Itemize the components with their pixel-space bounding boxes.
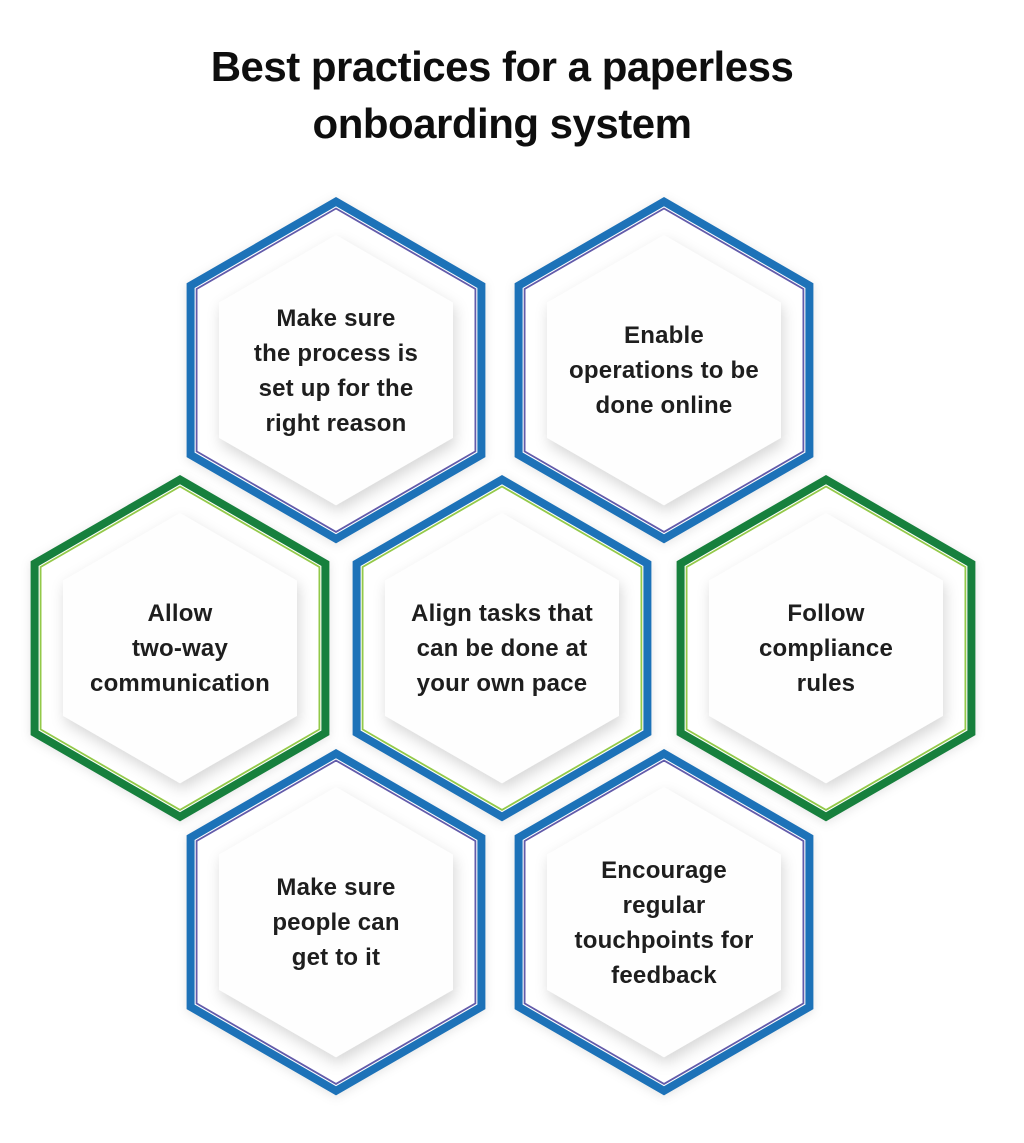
hexagon-accent bbox=[523, 207, 805, 533]
hexagon-shape-icon bbox=[30, 474, 330, 822]
hexagon-inner bbox=[219, 787, 453, 1058]
hexagon-inner bbox=[547, 235, 781, 506]
hexagon-label: Enable operations to be done online bbox=[569, 322, 759, 419]
hexagon-encourage-touchpoints: Encourage regular touchpoints for feedba… bbox=[514, 748, 814, 1096]
hexagon-shape-icon bbox=[676, 474, 976, 822]
hexagon-shape-icon bbox=[514, 748, 814, 1096]
hexagon-label: Align tasks that can be done at your own… bbox=[411, 600, 593, 697]
hexagon-accent bbox=[685, 485, 967, 811]
hexagon-inner bbox=[219, 235, 453, 506]
page-title: Best practices for a paperless onboardin… bbox=[210, 43, 794, 147]
hexagon-enable-operations: Enable operations to be done online bbox=[514, 196, 814, 544]
hexagon-shape-icon bbox=[186, 748, 486, 1096]
hexagon-shape-icon bbox=[186, 196, 486, 544]
hexagon-shape-icon bbox=[352, 474, 652, 822]
hexagon-inner bbox=[709, 513, 943, 784]
hexagon-label: Make sure the process is set up for the … bbox=[253, 304, 419, 437]
hexagon-accent bbox=[523, 759, 805, 1085]
hexagon-label: Allow two-way communication bbox=[90, 600, 270, 697]
hexagon-make-sure-process: Make sure the process is set up for the … bbox=[186, 196, 486, 544]
hexagon-shape-icon bbox=[514, 196, 814, 544]
hexagon-label: Follow compliance rules bbox=[758, 600, 894, 697]
hexagon-inner bbox=[385, 513, 619, 784]
hexagon-allow-two-way: Allow two-way communication bbox=[30, 474, 330, 822]
hexagon-inner bbox=[547, 787, 781, 1058]
hexagon-align-tasks: Align tasks that can be done at your own… bbox=[352, 474, 652, 822]
hexagon-inner bbox=[63, 513, 297, 784]
hexagon-label: Make sure people can get to it bbox=[272, 874, 400, 971]
hexagon-accent bbox=[195, 759, 477, 1085]
hexagon-follow-compliance: Follow compliance rules bbox=[676, 474, 976, 822]
hexagon-accent bbox=[39, 485, 321, 811]
hexagon-accent bbox=[361, 485, 643, 811]
hexagon-people-can-get-to-it: Make sure people can get to it bbox=[186, 748, 486, 1096]
hexagon-label: Encourage regular touchpoints for feedba… bbox=[574, 856, 754, 989]
hexagon-accent bbox=[195, 207, 477, 533]
